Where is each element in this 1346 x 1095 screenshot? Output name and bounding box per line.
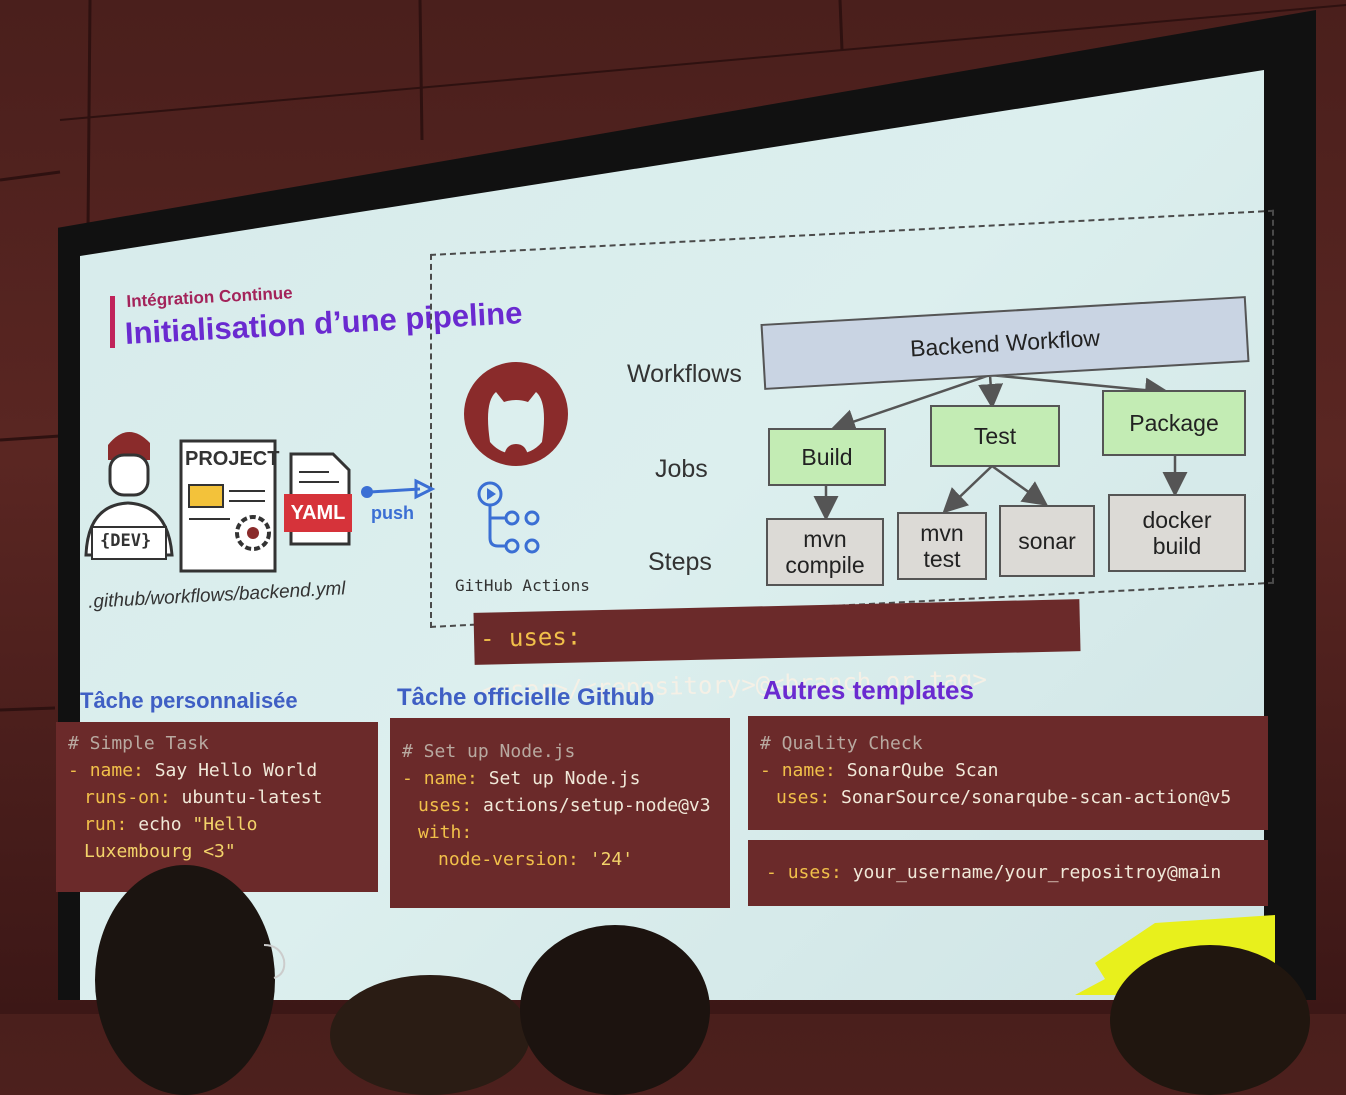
push-label: push <box>371 503 414 523</box>
code-key: node-version: <box>438 849 579 870</box>
developer-icon <box>84 431 174 560</box>
code-value: SonarSource/sonarqube-scan-action@v5 <box>841 787 1232 808</box>
glasses-icon <box>263 944 286 979</box>
dev-label: {DEV} <box>100 531 152 551</box>
code-box-template-uses: - uses: your_username/your_repositroy@ma… <box>748 840 1268 906</box>
step-text-line: docker <box>1142 507 1212 533</box>
github-actions-icon <box>477 481 540 554</box>
code-line-name: - name: Say Hello World <box>68 760 318 781</box>
code-box-custom-task: # Simple Task - name: Say Hello World ru… <box>56 722 378 892</box>
section-title-custom: Tâche personnalisée <box>80 688 298 713</box>
section-title-official: Tâche officielle Github <box>397 684 655 711</box>
row-label-steps: Steps <box>648 548 712 576</box>
step-text-line: mvn <box>920 520 964 546</box>
code-value: Say Hello World <box>154 760 318 781</box>
step-node-sonar: sonar <box>999 505 1095 577</box>
code-comment: # Quality Check <box>760 733 923 754</box>
github-actions-label: GitHub Actions <box>455 576 590 595</box>
audience-head <box>95 865 275 1095</box>
code-line-uses: uses: actions/setup-node@v3 <box>402 792 718 819</box>
code-string: '24' <box>589 849 634 870</box>
code-line-name: - name: Set up Node.js <box>402 768 641 789</box>
row-label-workflows: Workflows <box>627 360 742 388</box>
uses-bar-key: - uses: <box>479 622 582 653</box>
audience-head <box>520 925 710 1095</box>
job-node-package: Package <box>1102 390 1246 456</box>
step-node-docker-build: docker build <box>1108 494 1246 572</box>
job-node-build: Build <box>768 428 886 486</box>
row-label-jobs: Jobs <box>655 455 708 483</box>
code-key: uses: <box>787 862 842 883</box>
step-text-line: compile <box>785 552 865 578</box>
code-line-with: with: <box>402 819 718 846</box>
code-line-node-version: node-version: '24' <box>402 846 718 873</box>
code-key: uses: <box>776 787 831 808</box>
code-value: echo <box>138 814 182 835</box>
code-line-run: run: echo "Hello Luxembourg <3" <box>68 811 366 865</box>
code-comment: # Simple Task <box>68 733 209 754</box>
step-text-line: build <box>1152 533 1202 559</box>
step-text-line: mvn <box>803 526 847 552</box>
yaml-badge: YAML <box>284 494 352 532</box>
code-key: runs-on: <box>84 787 171 808</box>
push-arrow-icon <box>361 478 436 500</box>
step-node-mvn-compile: mvn compile <box>766 518 884 586</box>
code-key: name: <box>781 760 836 781</box>
code-value: your_username/your_repositroy@main <box>852 862 1222 883</box>
audience-head <box>1110 945 1310 1095</box>
code-key: with: <box>418 822 473 843</box>
pipeline-connectors <box>813 373 1188 521</box>
section-title-others: Autres templates <box>763 675 974 705</box>
job-node-test: Test <box>930 405 1060 467</box>
step-text-line: test <box>923 546 961 572</box>
code-key: run: <box>84 814 128 835</box>
slide: Intégration Continue Initialisation d’un… <box>56 209 1275 995</box>
code-string: "Hello Luxembourg <3" <box>84 814 258 862</box>
project-label: PROJECT <box>185 448 280 470</box>
code-value: actions/setup-node@v3 <box>483 795 711 816</box>
code-value: Set up Node.js <box>488 768 641 789</box>
code-line-uses: uses: SonarSource/sonarqube-scan-action@… <box>760 784 1256 811</box>
title-accent-bar <box>110 296 115 348</box>
code-line-runs-on: runs-on: ubuntu-latest <box>68 784 366 811</box>
code-box-quality-check: # Quality Check - name: SonarQube Scan u… <box>748 716 1268 830</box>
code-key: uses: <box>418 795 473 816</box>
wall-panels <box>0 0 1346 712</box>
code-value: ubuntu-latest <box>181 787 323 808</box>
code-key: name: <box>89 760 144 781</box>
step-node-mvn-test: mvn test <box>897 512 987 580</box>
github-logo-icon <box>464 362 568 466</box>
code-value: SonarQube Scan <box>846 760 999 781</box>
project-document-icon <box>179 439 277 573</box>
audience-head <box>330 975 530 1095</box>
code-line-name: - name: SonarQube Scan <box>760 760 999 781</box>
code-comment: # Set up Node.js <box>402 741 576 762</box>
code-key: name: <box>423 768 478 789</box>
code-box-official-task: # Set up Node.js - name: Set up Node.js … <box>390 718 730 908</box>
